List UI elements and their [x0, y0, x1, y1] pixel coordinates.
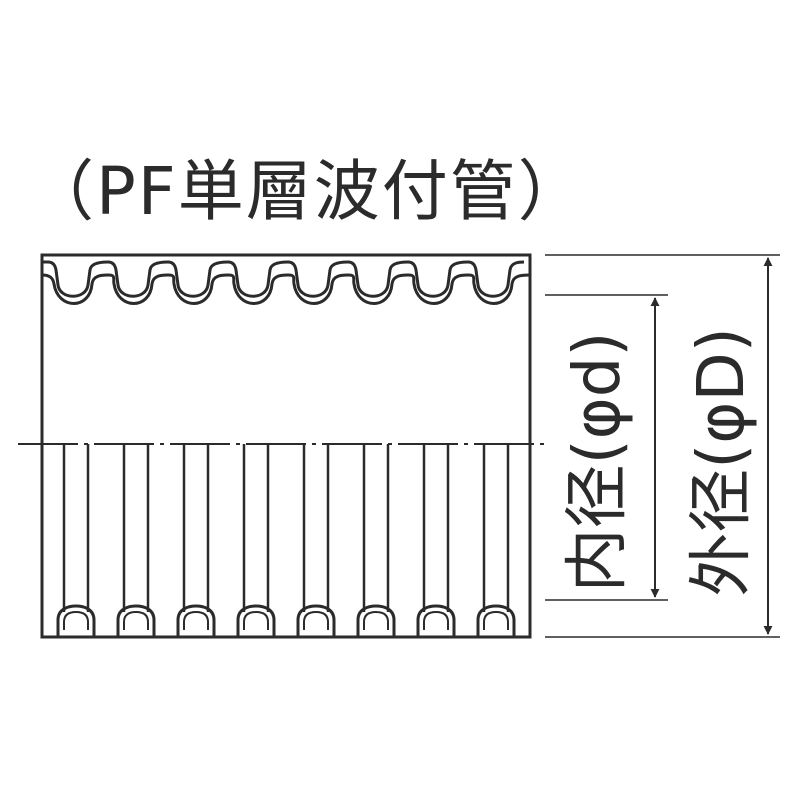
section-ribs — [62, 444, 510, 612]
diagram-title: （PF単層波付管） — [28, 153, 586, 230]
outer-diameter-label: 外径(φD) — [685, 327, 759, 597]
pipe-outline — [40, 253, 532, 639]
top-corrugation-wave — [47, 260, 525, 298]
extension-lines — [545, 254, 780, 638]
bottom-corrugation-inner — [63, 610, 509, 630]
bottom-corrugation — [42, 604, 530, 639]
inner-diameter-label: 内径(φd) — [561, 331, 635, 593]
top-corrugation-inner — [41, 260, 531, 305]
